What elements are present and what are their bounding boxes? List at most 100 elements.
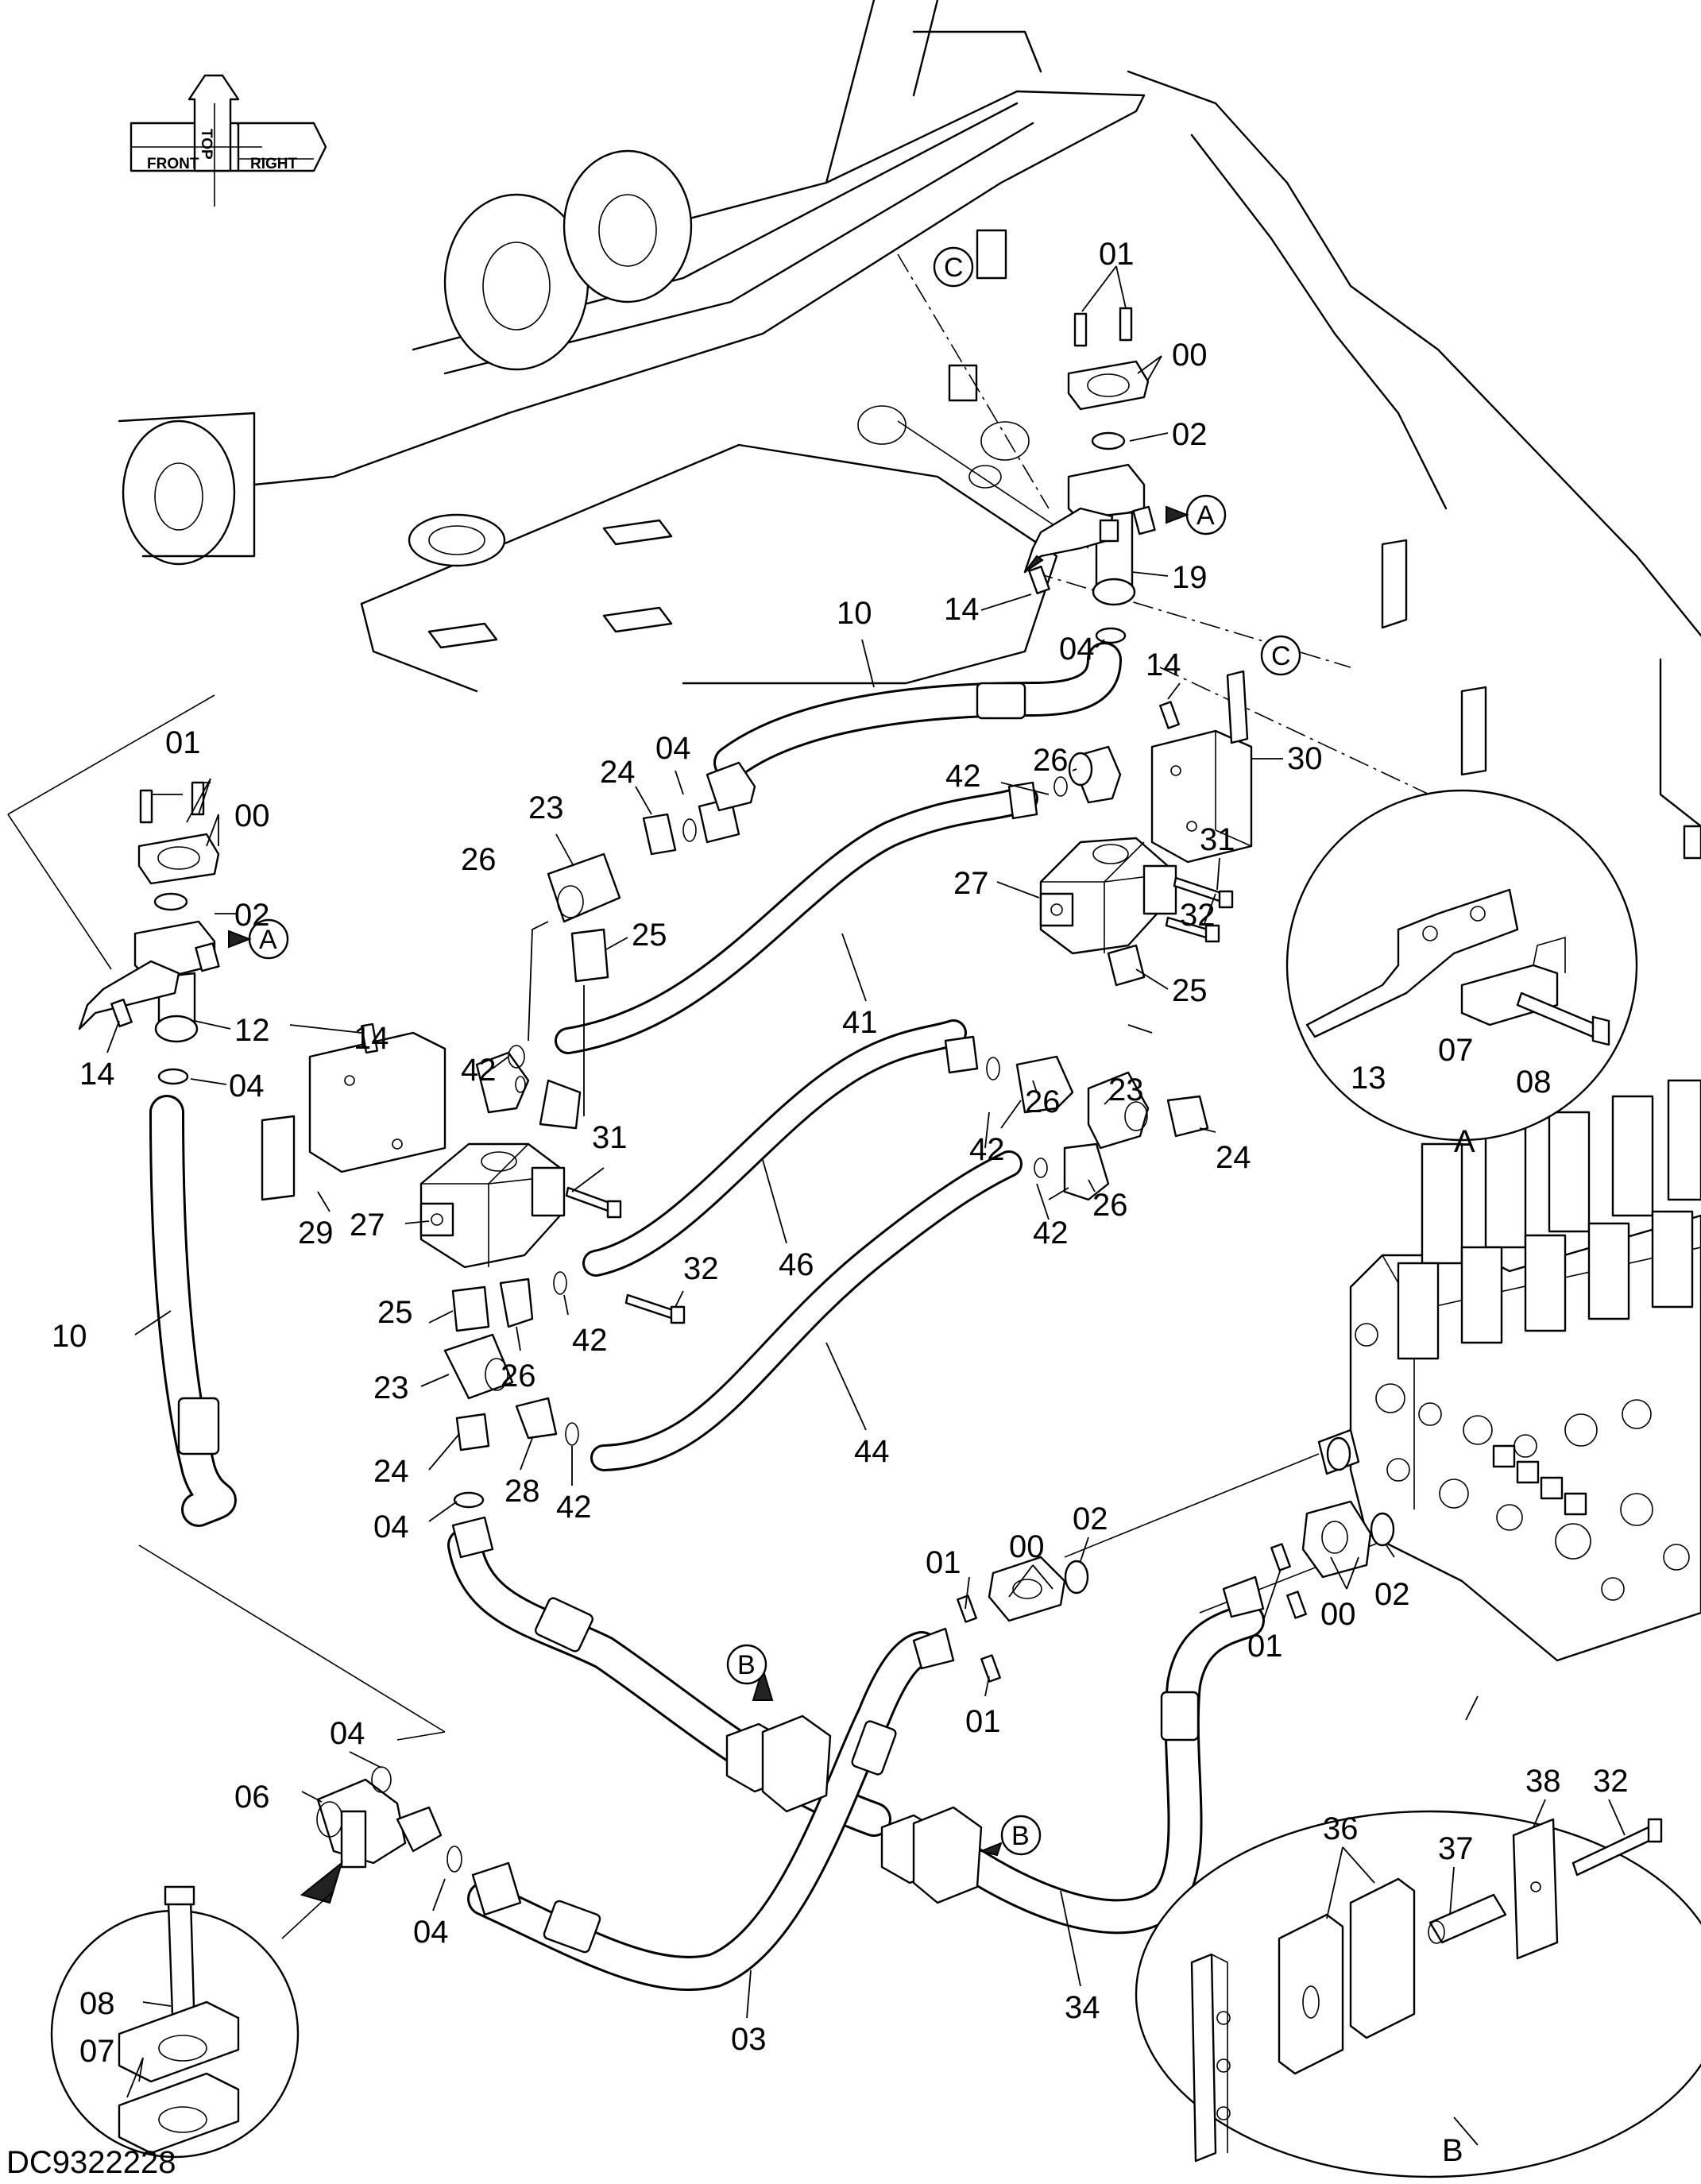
callout-label: 14: [944, 592, 980, 627]
callout-label: 03: [731, 2022, 767, 2057]
callout-label: 13: [1351, 1061, 1386, 1096]
callout-label: 25: [377, 1295, 413, 1330]
callout-label: 01: [1099, 237, 1135, 272]
detail-a: [1285, 789, 1638, 1142]
ref-marker-b-lower-text: B: [1011, 1821, 1030, 1851]
callout-label: 01: [1247, 1629, 1283, 1664]
callout-label: 42: [1033, 1216, 1069, 1250]
callout-label: 04: [655, 731, 691, 766]
callout-label: 12: [234, 1013, 270, 1048]
callout-label: 02: [1374, 1577, 1410, 1612]
ref-marker-a-upper: A: [1166, 494, 1227, 535]
hoses: [149, 642, 1265, 1991]
detail-clamp: [50, 1861, 343, 2159]
callout-label: 32: [683, 1251, 719, 1286]
orientation-front-label: FRONT: [147, 156, 199, 172]
reference-markers: A A B B C C: [228, 246, 1301, 1856]
callout-label: 31: [592, 1120, 628, 1155]
frame-structure: [7, 0, 1701, 1741]
detail-b-label: B: [1442, 2133, 1463, 2168]
callout-label: 24: [373, 1454, 409, 1489]
callout-label: 42: [945, 759, 981, 794]
drawing-number: DC9322228: [6, 2145, 176, 2180]
fittings: [316, 745, 1395, 1916]
callout-label: 06: [234, 1780, 270, 1815]
callout-label: 46: [779, 1247, 814, 1282]
callout-label: 23: [373, 1370, 409, 1405]
callout-label: 14: [1146, 647, 1181, 682]
callout-label: 04: [229, 1069, 265, 1104]
ref-marker-c-right: C: [1260, 635, 1301, 676]
callout-label: 26: [1033, 743, 1069, 778]
callout-label: 04: [413, 1915, 449, 1950]
ref-marker-a-upper-text: A: [1196, 501, 1215, 531]
detail-b: [1135, 1810, 1701, 2178]
callout-label: 29: [298, 1216, 334, 1250]
ref-marker-a-left-text: A: [259, 925, 277, 955]
callout-label: 01: [965, 1704, 1001, 1739]
callout-label: 37: [1438, 1831, 1474, 1866]
callout-label: 42: [461, 1053, 497, 1088]
callout-label: 00: [1172, 338, 1208, 373]
callout-label: 42: [969, 1132, 1005, 1167]
callout-label: 30: [1287, 741, 1323, 776]
callout-label: 24: [1216, 1140, 1251, 1175]
orientation-top-label: TOP: [198, 129, 215, 160]
callout-label: 42: [572, 1323, 608, 1358]
callout-label: 00: [1320, 1597, 1356, 1632]
callout-label: 42: [556, 1490, 592, 1525]
ref-marker-c-upper: C: [933, 246, 974, 288]
callout-label: 04: [1059, 632, 1095, 667]
callout-label: 02: [1172, 417, 1208, 452]
ref-marker-a-left: A: [228, 918, 289, 960]
callout-numbers: 01 00 02 19 14 04 10 14 30 26 42 04 24 2…: [52, 237, 1629, 2069]
upper-flange-assembly: [1023, 307, 1156, 644]
callout-label: 38: [1525, 1764, 1561, 1799]
callout-label: 00: [234, 798, 270, 833]
callout-label: 08: [79, 1986, 115, 2021]
callout-label: 26: [461, 842, 497, 877]
callout-label: 23: [1108, 1073, 1144, 1107]
valve-blocks: [419, 837, 1177, 1269]
control-valve: [1064, 1079, 1701, 1662]
orientation-right-label: RIGHT: [250, 156, 298, 172]
orientation-icon: FRONT TOP RIGHT: [130, 74, 327, 207]
callout-label: 07: [1438, 1033, 1474, 1068]
callout-label: 41: [842, 1005, 878, 1040]
callout-label: 26: [1092, 1188, 1128, 1223]
callout-label: 04: [373, 1509, 409, 1544]
callout-label: 32: [1180, 898, 1216, 933]
callout-label: 25: [1172, 973, 1208, 1008]
ref-marker-c-right-text: C: [1271, 641, 1291, 671]
ref-marker-b-upper: B: [726, 1644, 767, 1685]
left-flange-assembly: [78, 781, 220, 1085]
callout-label: 19: [1172, 560, 1208, 595]
callout-label: 27: [350, 1208, 385, 1243]
callout-label: 14: [354, 1021, 389, 1056]
callout-label: 24: [600, 755, 636, 790]
callout-label: 23: [528, 790, 564, 825]
callout-label: 36: [1323, 1811, 1359, 1846]
callout-label: 04: [330, 1716, 365, 1751]
leader-lines: [106, 265, 1626, 2146]
callout-label: 08: [1516, 1065, 1552, 1100]
callout-label: 02: [234, 898, 270, 933]
callout-label: 44: [854, 1434, 890, 1469]
callout-label: 01: [926, 1545, 961, 1580]
callout-label: 31: [1200, 822, 1235, 857]
callout-label: 02: [1073, 1502, 1108, 1537]
callout-label: 00: [1009, 1529, 1045, 1564]
callout-label: 28: [505, 1474, 540, 1509]
callout-label: 26: [501, 1359, 536, 1394]
callout-label: 01: [165, 725, 201, 760]
brackets: [261, 670, 1253, 1904]
callout-label: 14: [79, 1057, 115, 1092]
callout-label: 10: [837, 596, 872, 631]
callout-label: 10: [52, 1319, 87, 1354]
ref-marker-b-lower: B: [1000, 1815, 1042, 1856]
callout-label: 07: [79, 2034, 115, 2069]
callout-label: 27: [953, 866, 989, 901]
callout-label: 26: [1025, 1084, 1061, 1119]
callout-label: 25: [632, 918, 667, 953]
